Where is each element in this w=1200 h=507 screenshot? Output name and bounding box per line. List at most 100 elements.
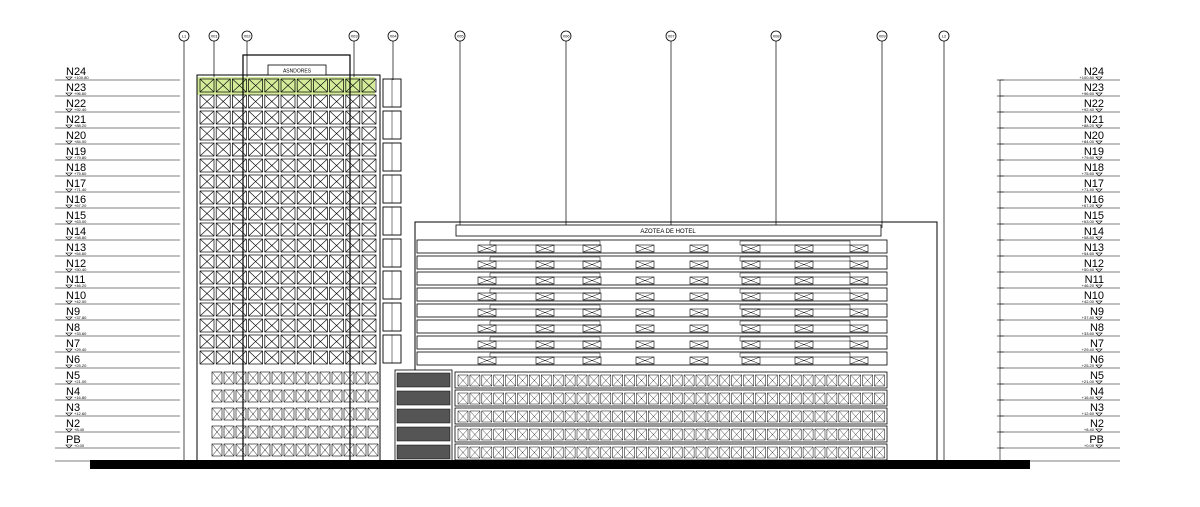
window-cross [232,254,247,269]
window-cross [345,270,360,285]
level-elevation-left: +63.00 [74,219,87,224]
window-cell [671,374,683,387]
level-elevation-left: +37.80 [74,315,87,320]
window-cell [802,392,814,405]
hotel-floor-band [416,255,888,270]
window-cross [280,318,296,333]
window-cross [564,410,576,423]
window-cell [264,110,280,125]
window-cell [541,446,552,459]
level-elevation-left: +96.60 [74,91,87,96]
level-name-right: N4 [1090,386,1104,398]
window-cross [313,270,328,285]
window-cell [367,443,379,457]
window-cross [248,142,263,157]
window-cell [280,206,296,221]
window-cross [216,142,231,157]
window-cell [248,174,263,189]
level-marker-icon [65,268,73,273]
window-cell [582,308,602,317]
window-cell [296,254,312,269]
window-cross [247,425,259,439]
window-cell [248,78,263,93]
window-cross [635,324,655,333]
ramp-slab [396,390,451,406]
window-cell [612,410,623,423]
window-cell [319,443,331,457]
window-cross [794,308,814,317]
window-cross [529,392,540,405]
window-cross [232,190,247,205]
window-cross [695,410,707,423]
window-cross [862,374,873,387]
window-cross [343,371,355,385]
window-cell [477,308,497,317]
window-cell [329,270,344,285]
window-cell [794,244,814,253]
hotel-floor-band [416,287,888,302]
window-cell [215,238,231,253]
window-cell [683,446,695,459]
window-cell [264,270,280,285]
window-cell [779,374,790,387]
window-cell [743,428,754,441]
axis-label: X09 [878,34,886,39]
window-cross [248,222,263,237]
window-cross [791,392,802,405]
window-cross [248,334,263,349]
level-name-right: N18 [1084,162,1104,174]
level-marker-icon [65,76,73,81]
window-cell [838,392,850,405]
window-cell [517,410,528,423]
window-cross [582,292,602,301]
window-cross [216,350,231,365]
level-marker-icon [65,284,73,289]
window-cell [264,158,280,173]
window-cell [345,142,361,157]
window-cross [329,254,344,269]
window-cross [814,446,826,459]
window-cross [283,371,295,385]
level-name-left: N10 [66,290,86,302]
window-cross [297,94,312,109]
window-cross [367,371,379,385]
window-cell [794,324,814,333]
window-cell [660,446,671,459]
window-cell [794,260,814,269]
window-cross [355,443,367,457]
window-cross [849,324,869,333]
window-cell [319,425,331,439]
window-cell [367,389,379,403]
window-cross [683,410,695,423]
window-cell [600,392,612,405]
window-cross [505,374,516,387]
window-cross [862,428,873,441]
window-cross [517,374,528,387]
window-cross [283,425,295,439]
window-cell [779,410,790,423]
window-cell [361,110,377,125]
window-cell [232,270,247,285]
window-cross [731,446,742,459]
window-cell [361,238,377,253]
window-cross [477,356,497,365]
window-cell [648,410,659,423]
window-cross [345,238,360,253]
window-cross [477,276,497,285]
window-cell [576,428,588,441]
window-cross [731,392,742,405]
window-cross [345,302,360,317]
window-cell [296,190,312,205]
window-cross [743,446,754,459]
level-marker-icon [1095,348,1103,353]
window-cross [576,410,588,423]
window-cross [248,350,263,365]
window-cross [329,110,344,125]
window-cross [313,222,328,237]
window-cell [779,428,790,441]
window-cell [355,425,367,439]
window-cross [493,392,504,405]
window-cell [367,407,379,421]
window-cell [199,350,215,365]
tower-core-outline [242,54,351,468]
